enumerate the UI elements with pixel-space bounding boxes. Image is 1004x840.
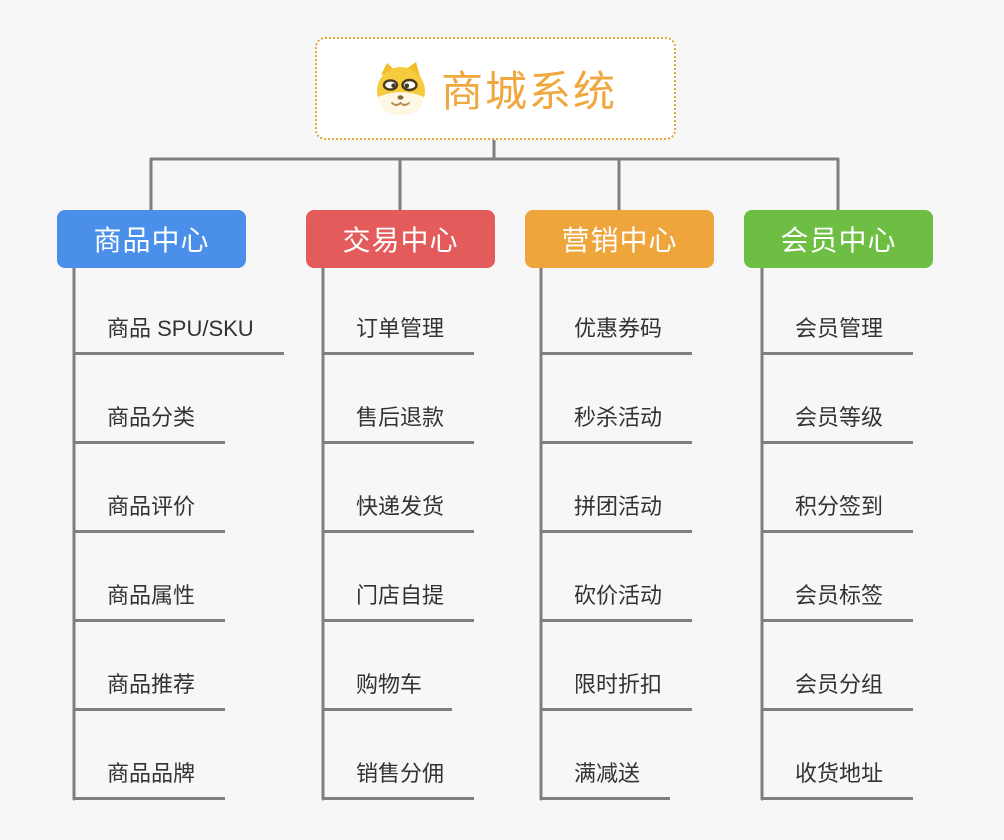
leaf-node[interactable]: 订单管理 bbox=[323, 313, 475, 355]
leaf-node[interactable]: 商品推荐 bbox=[74, 669, 226, 711]
branch-label: 商品中心 bbox=[93, 225, 210, 256]
leaf-node[interactable]: 拼团活动 bbox=[541, 491, 693, 533]
leaf-node[interactable]: 会员等级 bbox=[762, 402, 914, 444]
leaf-node[interactable]: 砍价活动 bbox=[541, 580, 693, 622]
leaf-node[interactable]: 满减送 bbox=[541, 758, 671, 800]
leaf-node[interactable]: 商品 SPU/SKU bbox=[74, 313, 284, 355]
leaf-node[interactable]: 秒杀活动 bbox=[541, 402, 693, 444]
leaf-node[interactable]: 门店自提 bbox=[323, 580, 475, 622]
branch-node-marketing-center[interactable]: 营销中心 bbox=[525, 210, 714, 268]
leaf-node[interactable]: 销售分佣 bbox=[323, 758, 475, 800]
branch-label: 交易中心 bbox=[342, 225, 459, 256]
branch-node-member-center[interactable]: 会员中心 bbox=[744, 210, 933, 268]
leaf-node[interactable]: 售后退款 bbox=[323, 402, 475, 444]
leaf-node[interactable]: 商品品牌 bbox=[74, 758, 226, 800]
leaf-node[interactable]: 会员标签 bbox=[762, 580, 914, 622]
branch-node-trade-center[interactable]: 交易中心 bbox=[306, 210, 495, 268]
root-node[interactable]: 商城系统 bbox=[315, 37, 676, 140]
leaf-node[interactable]: 收货地址 bbox=[762, 758, 914, 800]
branch-label: 会员中心 bbox=[780, 225, 897, 256]
leaf-node[interactable]: 优惠券码 bbox=[541, 313, 693, 355]
branch-label: 营销中心 bbox=[561, 225, 678, 256]
leaf-node[interactable]: 商品属性 bbox=[74, 580, 226, 622]
root-label: 商城系统 bbox=[440, 68, 617, 115]
leaf-node[interactable]: 商品评价 bbox=[74, 491, 226, 533]
leaf-node[interactable]: 商品分类 bbox=[74, 402, 226, 444]
leaf-node[interactable]: 购物车 bbox=[323, 669, 453, 711]
leaf-node[interactable]: 快递发货 bbox=[323, 491, 475, 533]
leaf-node[interactable]: 会员管理 bbox=[762, 313, 914, 355]
leaf-node[interactable]: 限时折扣 bbox=[541, 669, 693, 711]
leaf-node[interactable]: 积分签到 bbox=[762, 491, 914, 533]
doge-icon bbox=[376, 61, 425, 115]
branch-node-product-center[interactable]: 商品中心 bbox=[57, 210, 246, 268]
leaf-node[interactable]: 会员分组 bbox=[762, 669, 914, 711]
